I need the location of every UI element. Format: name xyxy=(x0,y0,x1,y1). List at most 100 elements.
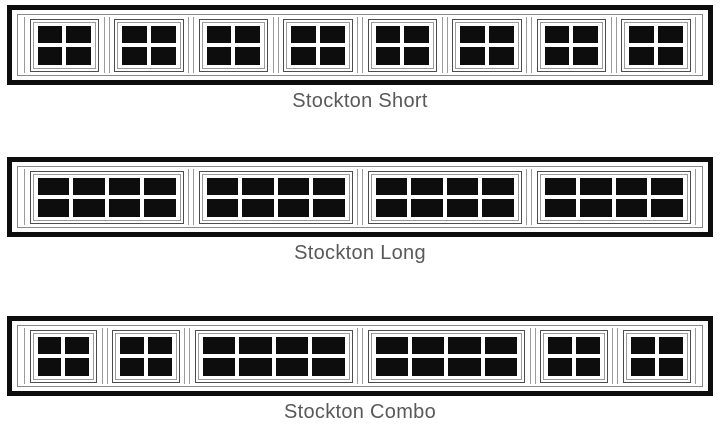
window-pane xyxy=(319,25,345,43)
window-pane xyxy=(404,25,429,43)
window-pane xyxy=(411,198,443,217)
window-pane xyxy=(651,177,683,195)
window-inner-frame xyxy=(624,21,688,69)
window-pane xyxy=(548,336,573,354)
door-block-stockton-short: Stockton Short xyxy=(7,5,713,113)
window-pane xyxy=(657,46,683,65)
window-pane xyxy=(291,46,316,65)
window-pane xyxy=(375,25,401,43)
window-inner-frame xyxy=(625,332,688,380)
door-section-long xyxy=(362,328,531,384)
window-pane xyxy=(235,46,260,65)
window-pane xyxy=(37,46,63,65)
garage-door-stockton-long xyxy=(7,157,713,237)
window-pane xyxy=(275,336,309,354)
window-pane xyxy=(411,357,445,376)
window-pane xyxy=(484,336,518,354)
window-pane xyxy=(150,25,176,43)
window-inner-frame xyxy=(455,21,519,69)
window-pane xyxy=(573,25,598,43)
window-pane xyxy=(488,46,514,65)
window-pane xyxy=(206,177,238,195)
window-pane xyxy=(576,336,600,354)
window-pane xyxy=(375,357,408,376)
door-section-short xyxy=(534,328,614,384)
short-window xyxy=(29,329,98,383)
long-window xyxy=(367,329,526,383)
window-inner-frame xyxy=(370,173,519,221)
window-pane xyxy=(37,357,62,376)
window-glass xyxy=(544,25,598,65)
window-inner-frame xyxy=(115,332,177,380)
window-pane xyxy=(580,177,612,195)
window-inner-frame xyxy=(539,21,603,69)
window-pane xyxy=(482,177,514,195)
short-window xyxy=(367,18,437,72)
window-inner-frame xyxy=(32,173,181,221)
window-pane xyxy=(37,177,69,195)
short-window xyxy=(536,18,606,72)
window-pane xyxy=(629,46,654,65)
window-pane xyxy=(66,46,91,65)
window-pane xyxy=(446,177,478,195)
door-section-long xyxy=(189,328,359,384)
door-style-label: Stockton Combo xyxy=(283,401,437,423)
window-inner-frame xyxy=(201,21,265,69)
door-sections-row xyxy=(18,328,702,384)
window-pane xyxy=(206,25,232,43)
window-pane xyxy=(319,46,345,65)
window-pane xyxy=(404,46,429,65)
window-pane xyxy=(313,177,345,195)
window-pane xyxy=(122,25,147,43)
window-glass xyxy=(375,336,518,376)
window-pane xyxy=(544,177,576,195)
door-style-label: Stockton Long xyxy=(294,242,426,264)
long-window xyxy=(198,170,353,224)
window-pane xyxy=(576,357,600,376)
window-inner-frame xyxy=(543,332,605,380)
short-window xyxy=(112,329,180,383)
door-section-long xyxy=(362,169,527,225)
garage-door-stockton-short xyxy=(7,5,713,85)
window-pane xyxy=(73,198,105,217)
window-pane xyxy=(448,336,481,354)
window-pane xyxy=(629,25,654,43)
window-glass xyxy=(375,25,429,65)
short-window xyxy=(283,18,353,72)
window-pane xyxy=(544,46,570,65)
door-section-short xyxy=(24,328,103,384)
door-section-short xyxy=(531,17,612,73)
window-pane xyxy=(375,336,408,354)
window-glass xyxy=(206,25,260,65)
window-pane xyxy=(235,25,260,43)
window-pane xyxy=(108,177,140,195)
garage-door-stockton-combo xyxy=(7,316,713,396)
door-section-short xyxy=(446,17,527,73)
window-pane xyxy=(147,357,172,376)
window-pane xyxy=(206,198,238,217)
long-window xyxy=(536,170,691,224)
window-pane xyxy=(657,25,683,43)
window-glass xyxy=(37,177,176,217)
window-glass xyxy=(37,336,90,376)
window-inner-frame xyxy=(32,21,96,69)
door-section-short xyxy=(106,328,186,384)
window-pane xyxy=(206,46,232,65)
window-pane xyxy=(37,25,63,43)
short-window xyxy=(621,18,691,72)
window-glass xyxy=(202,336,345,376)
window-pane xyxy=(73,177,105,195)
window-pane xyxy=(580,198,612,217)
window-pane xyxy=(122,46,147,65)
window-pane xyxy=(630,336,655,354)
window-pane xyxy=(144,198,176,217)
window-pane xyxy=(37,198,69,217)
window-pane xyxy=(651,198,683,217)
short-window xyxy=(198,18,268,72)
window-pane xyxy=(615,198,647,217)
door-trim-frame xyxy=(17,166,703,228)
short-window xyxy=(452,18,522,72)
door-trim-frame xyxy=(17,14,703,76)
window-inner-frame xyxy=(370,332,523,380)
window-pane xyxy=(630,357,655,376)
